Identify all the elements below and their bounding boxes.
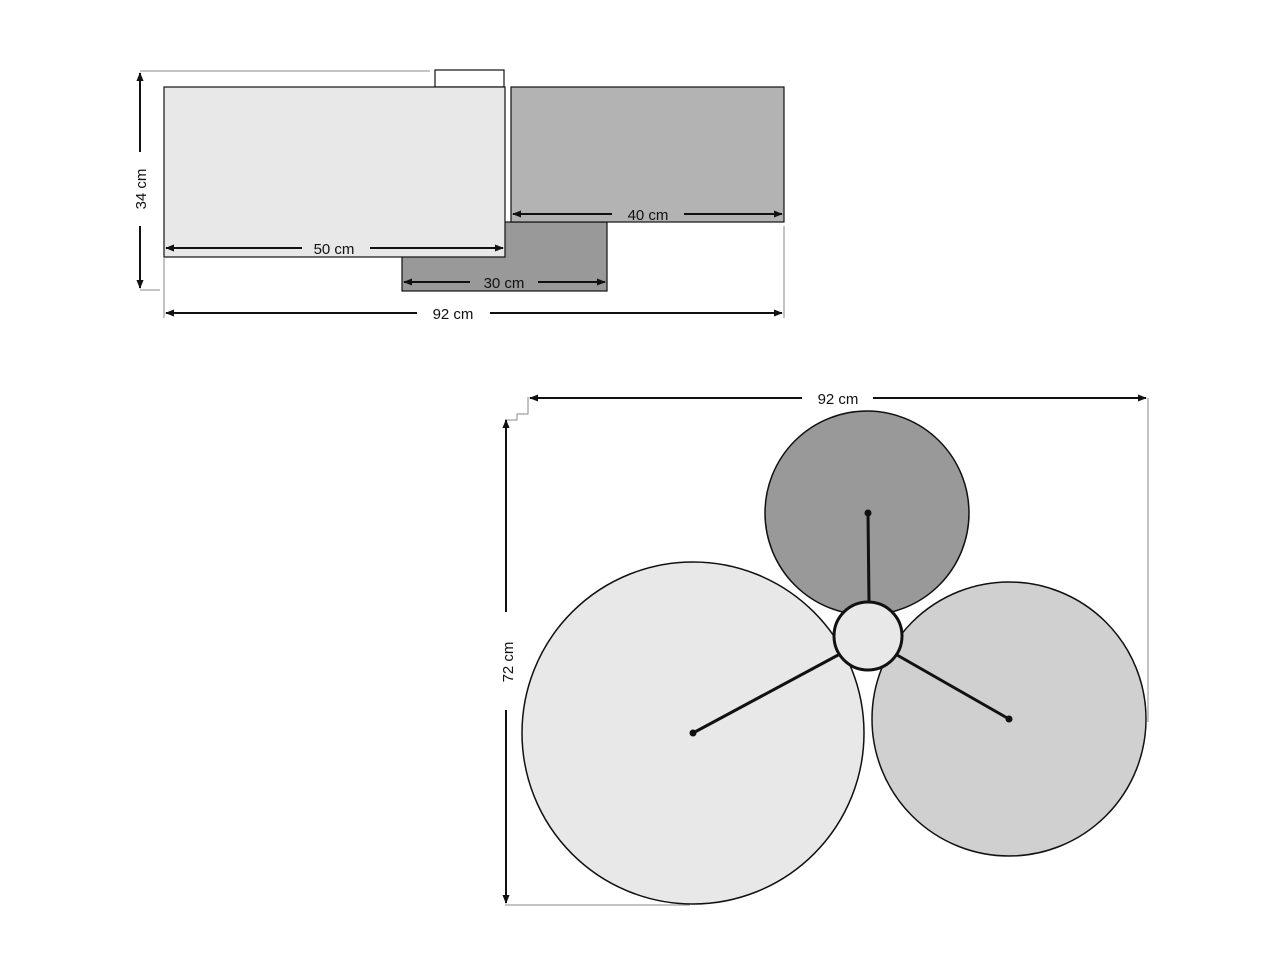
panel-small-label: 30 cm xyxy=(484,275,525,292)
center-hub xyxy=(832,600,904,672)
spoke-end-dark xyxy=(864,509,872,517)
side-width-label: 92 cm xyxy=(433,306,474,323)
spoke-dark xyxy=(866,512,871,603)
spoke-large xyxy=(692,652,841,735)
top-width-guide-left xyxy=(505,397,529,421)
top-width-label: 92 cm xyxy=(818,391,859,408)
side-view: 50 cm 40 cm 30 cm 34 cm 92 cm xyxy=(133,69,785,323)
panel-large xyxy=(163,86,506,258)
top-height-label: 72 cm xyxy=(500,642,517,683)
top-view: 92 cm 72 cm xyxy=(500,391,1149,906)
side-height-label: 34 cm xyxy=(133,169,150,210)
panel-large-label: 50 cm xyxy=(314,241,355,258)
spoke-right xyxy=(896,653,1010,721)
panel-medium-label: 40 cm xyxy=(628,207,669,224)
spoke-end-right xyxy=(1005,715,1013,723)
side-top-block xyxy=(434,69,505,88)
panel-medium xyxy=(510,86,785,223)
spoke-end-large xyxy=(689,729,697,737)
